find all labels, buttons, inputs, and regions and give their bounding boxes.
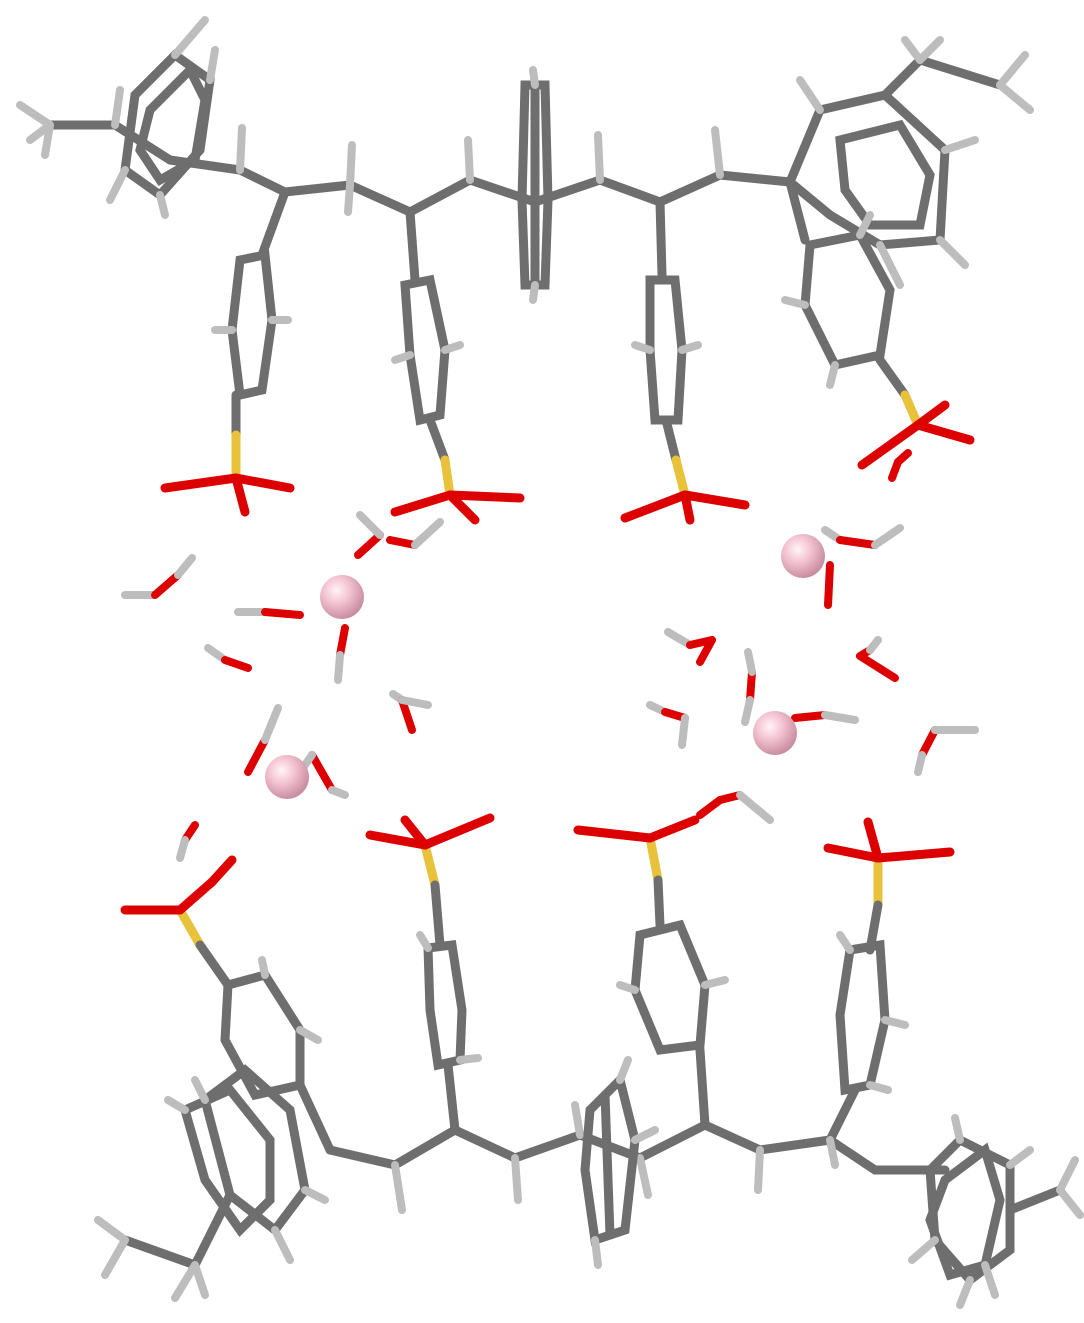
top-pendant-ring-2: [391, 207, 464, 465]
top-right-end-group: [784, 36, 1034, 289]
ion-2: [781, 534, 825, 578]
bottom-pendant-ring-3: [616, 875, 729, 1130]
top-pendant-ring-4: [781, 177, 910, 400]
bottom-right-end-group: [908, 1114, 1084, 1309]
ion-3: [753, 711, 797, 755]
bottom-center-ring: [580, 1056, 659, 1269]
water-1: [121, 554, 196, 599]
sulfonate-5: [120, 855, 237, 950]
water-11: [824, 561, 834, 609]
bottom-polymer-chain: [94, 875, 1084, 1309]
top-pendant-ring-1: [211, 187, 292, 440]
water-14: [856, 636, 899, 682]
bottom-pendant-ring-4: [825, 900, 909, 1145]
water-19: [888, 449, 912, 482]
bottom-backbone-hydrogens: [391, 1101, 839, 1214]
sulfonate-2: [390, 455, 525, 525]
water-5: [354, 511, 444, 559]
top-left-end-group: [16, 16, 219, 219]
water-4: [334, 624, 349, 684]
top-pendant-ring-3: [631, 197, 702, 465]
water-7: [244, 704, 282, 776]
sulfonate-3: [620, 455, 750, 525]
water-16: [791, 711, 859, 724]
water-10: [821, 524, 904, 549]
water-9: [176, 821, 199, 862]
sulfonate-1: [160, 430, 295, 517]
sulfonate-6: [365, 813, 495, 890]
ion-4: [265, 755, 309, 799]
water-17: [914, 726, 979, 776]
water-3: [204, 644, 252, 672]
top-polymer-chain: [16, 16, 1034, 465]
ions: [265, 534, 825, 799]
water-15: [646, 701, 689, 749]
sulfonate-4: [857, 390, 975, 470]
water-12: [664, 628, 716, 666]
water-molecules: [121, 449, 979, 862]
water-18: [696, 791, 774, 824]
water-13: [741, 648, 756, 726]
top-sulfonate-groups: [160, 390, 975, 525]
sulfonate-8: [823, 817, 955, 910]
top-backbone-hydrogens: [236, 124, 724, 216]
top-center-ring: [517, 66, 553, 304]
top-backbone: [165, 155, 795, 218]
bottom-left-end-group: [94, 1064, 329, 1302]
water-6: [389, 690, 432, 734]
water-2: [234, 608, 304, 619]
sulfonate-7: [573, 815, 700, 885]
bottom-pendant-ring-2: [416, 880, 482, 1135]
bottom-pendant-ring-1: [195, 940, 335, 1155]
bottom-sulfonate-groups: [120, 813, 955, 950]
ion-1: [320, 575, 364, 619]
